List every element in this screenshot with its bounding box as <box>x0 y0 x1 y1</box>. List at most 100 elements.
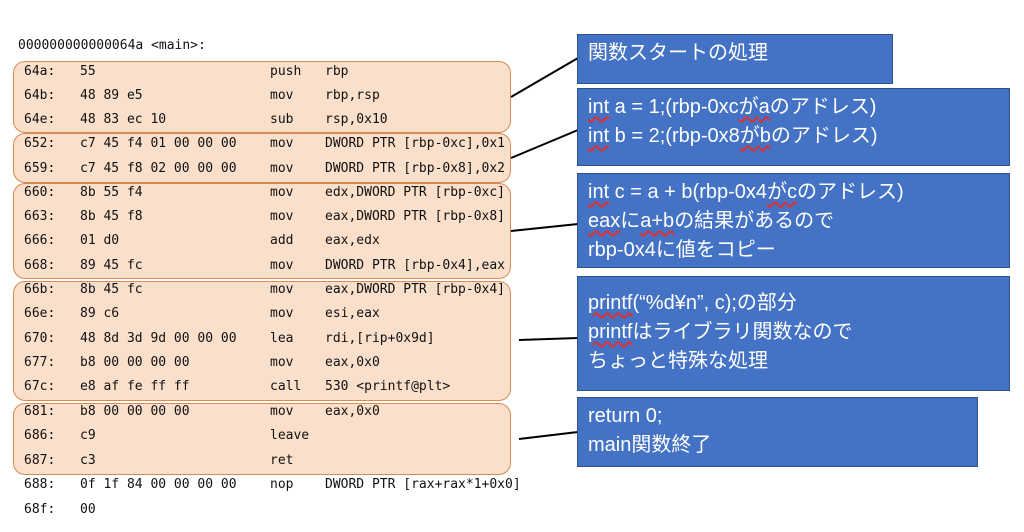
opcode-bytes: 0f 1f 84 00 00 00 00 <box>80 477 237 492</box>
opcode-bytes: 8b 45 f8 <box>80 209 143 224</box>
opcode-bytes: c7 45 f4 01 00 00 00 <box>80 136 237 151</box>
operands: rdi,[rip+0x9d] <box>325 331 435 346</box>
note-line: int a = 1;(rbp-0xcがaのアドレス) <box>588 96 877 118</box>
operands: esi,eax <box>325 306 380 321</box>
note-line: int c = a + b(rbp-0x4がcのアドレス) <box>588 181 904 203</box>
opcode-bytes: c3 <box>80 453 96 468</box>
mnemonic: mov <box>270 209 294 224</box>
address: 68f: <box>24 502 56 517</box>
operands: 530 <printf@plt> <box>325 379 451 394</box>
note-prologue: 関数スタートの処理 <box>577 34 893 84</box>
opcode-bytes: 48 8d 3d 9d 00 00 00 <box>80 331 237 346</box>
operands: eax,0x0 <box>325 355 380 370</box>
mnemonic: mov <box>270 355 294 370</box>
address: 660: <box>24 185 56 200</box>
address: 670: <box>24 331 56 346</box>
note-line: main関数終了 <box>588 434 712 456</box>
function-header: 000000000000064a <main>: <box>18 38 206 53</box>
note-line: printfはライブラリ関数なので <box>588 321 853 343</box>
opcode-bytes: 55 <box>80 64 96 79</box>
operands: eax,DWORD PTR [rbp-0x4] <box>325 282 506 297</box>
group-return <box>13 403 511 475</box>
connector-1 <box>510 57 579 98</box>
address: 64e: <box>24 112 56 127</box>
mnemonic: add <box>270 233 294 248</box>
address: 663: <box>24 209 56 224</box>
group-add <box>13 183 511 279</box>
opcode-bytes: c9 <box>80 428 96 443</box>
mnemonic: nop <box>270 477 294 492</box>
mnemonic: mov <box>270 136 294 151</box>
operands: DWORD PTR [rbp-0x4],eax <box>325 258 506 273</box>
opcode-bytes: 01 d0 <box>80 233 120 248</box>
address: 688: <box>24 477 56 492</box>
operands: DWORD PTR [rbp-0xc],0x1 <box>325 136 506 151</box>
connector-5 <box>518 431 579 440</box>
note-add: int c = a + b(rbp-0x4がcのアドレス) eaxにa+bの結果… <box>577 173 1010 268</box>
mnemonic: mov <box>270 185 294 200</box>
opcode-bytes: b8 00 00 00 00 <box>80 404 190 419</box>
address: 66b: <box>24 282 56 297</box>
group-prologue <box>13 61 511 133</box>
mnemonic: mov <box>270 88 294 103</box>
connector-2 <box>510 129 579 159</box>
mnemonic: mov <box>270 161 294 176</box>
mnemonic: mov <box>270 282 294 297</box>
address: 677: <box>24 355 56 370</box>
opcode-bytes: 48 83 ec 10 <box>80 112 167 127</box>
note-line: return 0; <box>588 405 663 427</box>
opcode-bytes: 89 45 fc <box>80 258 143 273</box>
mnemonic: ret <box>270 453 294 468</box>
opcode-bytes: 89 c6 <box>80 306 120 321</box>
operands: DWORD PTR [rax+rax*1+0x0] <box>325 477 521 492</box>
address: 666: <box>24 233 56 248</box>
opcode-bytes: 48 89 e5 <box>80 88 143 103</box>
operands: eax,DWORD PTR [rbp-0x8] <box>325 209 506 224</box>
opcode-bytes: 8b 45 fc <box>80 282 143 297</box>
address: 652: <box>24 136 56 151</box>
note-printf: printf(“%d¥n”, c);の部分 printfはライブラリ関数なので … <box>577 276 1010 391</box>
operands: rsp,0x10 <box>325 112 388 127</box>
opcode-bytes: c7 45 f8 02 00 00 00 <box>80 161 237 176</box>
mnemonic: mov <box>270 306 294 321</box>
address: 668: <box>24 258 56 273</box>
opcode-bytes: 00 <box>80 502 96 517</box>
address: 681: <box>24 404 56 419</box>
operands: eax,0x0 <box>325 404 380 419</box>
mnemonic: lea <box>270 331 294 346</box>
opcode-bytes: 8b 55 f4 <box>80 185 143 200</box>
group-printf <box>13 281 511 401</box>
opcode-bytes: b8 00 00 00 00 <box>80 355 190 370</box>
operands: rbp <box>325 64 349 79</box>
note-line: eaxにa+bの結果があるので <box>588 210 835 232</box>
address: 64a: <box>24 64 56 79</box>
note-line: 関数スタートの処理 <box>588 42 768 64</box>
address: 64b: <box>24 88 56 103</box>
group-assign-ab <box>13 133 511 183</box>
address: 686: <box>24 428 56 443</box>
mnemonic: leave <box>270 428 310 443</box>
mnemonic: push <box>270 64 302 79</box>
note-line: rbp-0x4に値をコピー <box>588 239 776 261</box>
operands: edx,DWORD PTR [rbp-0xc] <box>325 185 506 200</box>
operands: DWORD PTR [rbp-0x8],0x2 <box>325 161 506 176</box>
note-line: printf(“%d¥n”, c);の部分 <box>588 292 797 314</box>
mnemonic: sub <box>270 112 294 127</box>
address: 687: <box>24 453 56 468</box>
operands: eax,edx <box>325 233 380 248</box>
connector-4 <box>518 337 579 341</box>
operands: rbp,rsp <box>325 88 380 103</box>
mnemonic: call <box>270 379 302 394</box>
note-line: ちょっと特殊な処理 <box>588 350 768 372</box>
note-assign-ab: int a = 1;(rbp-0xcがaのアドレス) int b = 2;(rb… <box>577 88 1010 166</box>
note-line: int b = 2;(rbp-0x8がbのアドレス) <box>588 125 878 147</box>
opcode-bytes: e8 af fe ff ff <box>80 379 190 394</box>
mnemonic: mov <box>270 258 294 273</box>
address: 67c: <box>24 379 56 394</box>
connector-3 <box>510 223 579 232</box>
address: 659: <box>24 161 56 176</box>
note-return: return 0; main関数終了 <box>577 397 978 467</box>
mnemonic: mov <box>270 404 294 419</box>
address: 66e: <box>24 306 56 321</box>
